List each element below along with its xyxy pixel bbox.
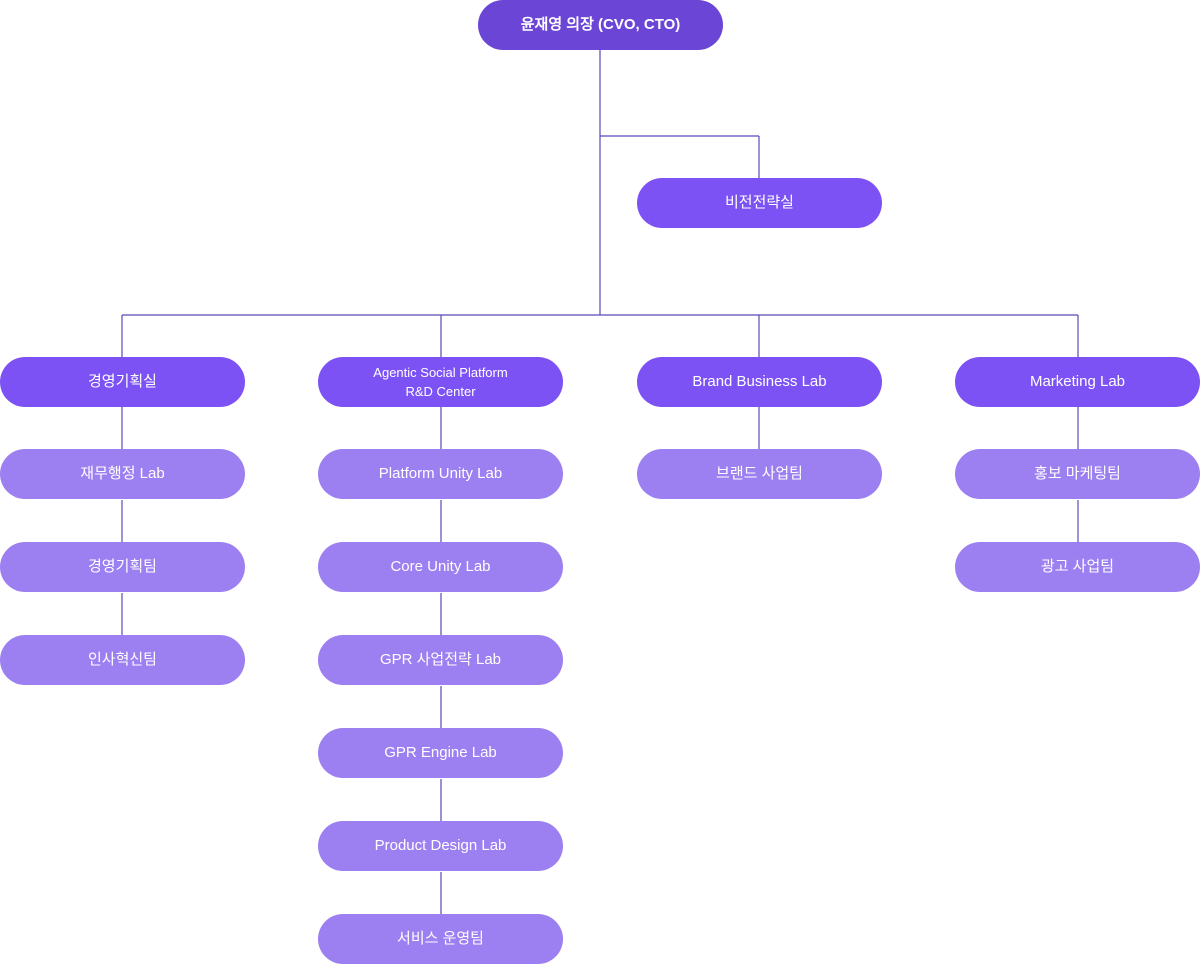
team-label: 서비스 운영팀 — [397, 930, 484, 947]
team-label: 홍보 마케팅팀 — [1034, 465, 1121, 482]
department-node-management-planning[interactable]: 경영기획실 — [0, 357, 245, 407]
department-node-brand-business[interactable]: Brand Business Lab — [637, 357, 882, 407]
vision-label: 비전전략실 — [724, 194, 794, 211]
team-node[interactable]: 인사혁신팀 — [0, 635, 245, 685]
team-label: Core Unity Lab — [390, 558, 491, 575]
team-label: 재무행정 Lab — [80, 465, 165, 482]
department-label-line1: Agentic Social Platform — [373, 365, 508, 380]
team-node[interactable]: GPR 사업전략 Lab — [318, 635, 563, 685]
department-node-rd-center[interactable]: Agentic Social Platform R&D Center — [318, 357, 563, 407]
team-node[interactable]: 서비스 운영팀 — [318, 914, 563, 964]
team-label: 경영기획팀 — [87, 558, 157, 575]
root-label: 윤재영 의장 (CVO, CTO) — [520, 16, 681, 33]
team-label: 광고 사업팀 — [1040, 558, 1115, 575]
team-label: Platform Unity Lab — [378, 465, 503, 482]
team-node[interactable]: 광고 사업팀 — [955, 542, 1200, 592]
team-label: GPR 사업전략 Lab — [379, 651, 502, 668]
department-node-marketing[interactable]: Marketing Lab — [955, 357, 1200, 407]
department-label: Marketing Lab — [1029, 373, 1126, 390]
team-label: 인사혁신팀 — [87, 651, 157, 668]
team-node[interactable]: GPR Engine Lab — [318, 728, 563, 778]
team-node[interactable]: 재무행정 Lab — [0, 449, 245, 499]
team-label: 브랜드 사업팀 — [716, 465, 803, 482]
department-label-line2: R&D Center — [405, 384, 476, 399]
root-node-chairman[interactable]: 윤재영 의장 (CVO, CTO) — [478, 0, 723, 50]
department-label: 경영기획실 — [87, 373, 157, 390]
team-label: Product Design Lab — [374, 837, 507, 854]
vision-strategy-node[interactable]: 비전전략실 — [637, 178, 882, 228]
team-node[interactable]: Platform Unity Lab — [318, 449, 563, 499]
team-node[interactable]: Product Design Lab — [318, 821, 563, 871]
team-node[interactable]: 브랜드 사업팀 — [637, 449, 882, 499]
team-node[interactable]: 홍보 마케팅팀 — [955, 449, 1200, 499]
team-label: GPR Engine Lab — [384, 744, 497, 761]
department-label: Brand Business Lab — [692, 373, 827, 390]
team-node[interactable]: 경영기획팀 — [0, 542, 245, 592]
team-node[interactable]: Core Unity Lab — [318, 542, 563, 592]
